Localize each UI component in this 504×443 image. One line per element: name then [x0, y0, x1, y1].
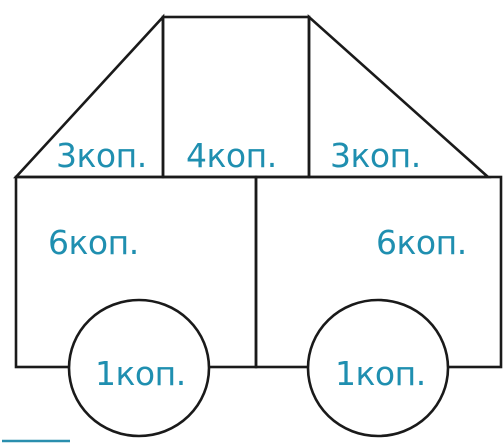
label-roof-middle-square: 4коп. [186, 136, 277, 175]
label-wheel-right: 1коп. [335, 354, 426, 393]
label-wheel-left: 1коп. [95, 354, 186, 393]
wheel-right [306, 298, 450, 438]
label-roof-right-triangle: 3коп. [330, 136, 421, 175]
label-body-left-rectangle: 6коп. [48, 223, 139, 262]
wheel-left [67, 298, 211, 438]
label-body-right-rectangle: 6коп. [376, 223, 467, 262]
label-roof-left-triangle: 3коп. [56, 136, 147, 175]
